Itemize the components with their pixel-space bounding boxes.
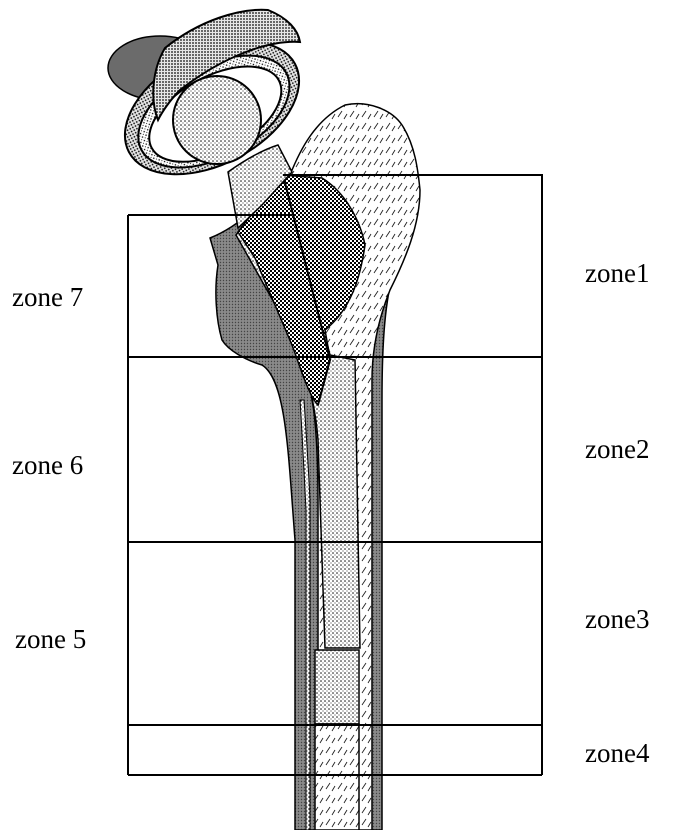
zone-label-5: zone 5 [15,624,86,654]
zone-label-4: zone4 [585,738,650,768]
zone-label-3: zone3 [585,604,649,634]
distal-plug [315,650,359,724]
zone-label-1: zone1 [585,258,649,288]
distal-canal [315,724,359,830]
femoral-head [173,76,261,164]
zone-label-6: zone 6 [12,450,83,480]
zone-label-7: zone 7 [12,282,83,312]
zone-label-2: zone2 [585,434,649,464]
